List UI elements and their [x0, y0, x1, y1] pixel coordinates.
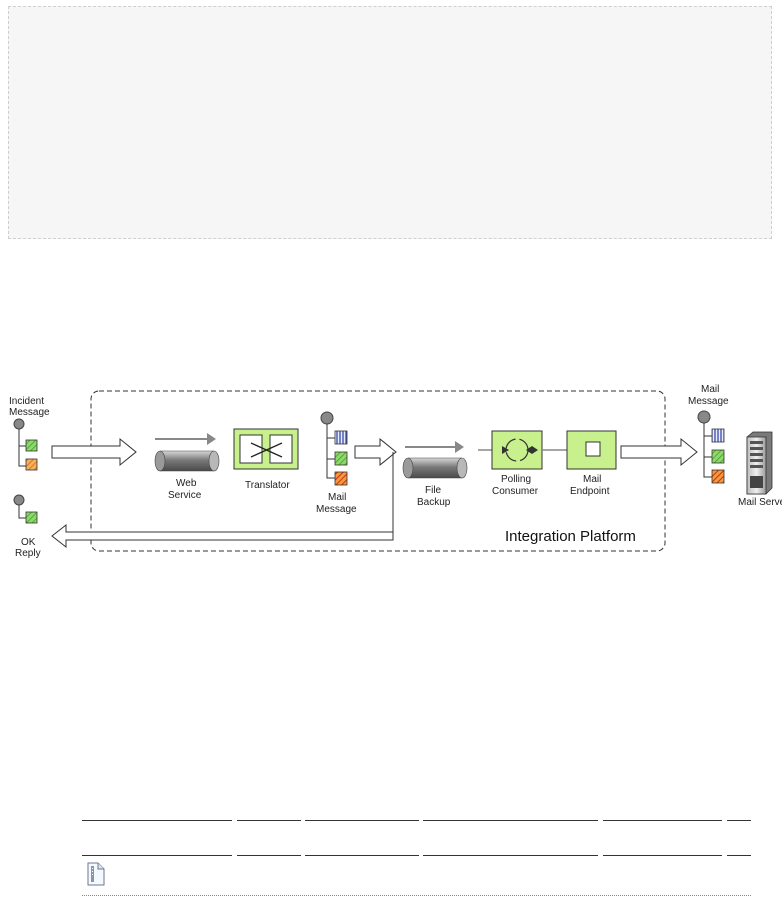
- integration-platform-boundary: [90, 390, 666, 552]
- mail-message-outer: Mail Message: [688, 384, 729, 484]
- inbound-arrow: [51, 437, 137, 467]
- svg-text:Endpoint: Endpoint: [570, 486, 610, 497]
- incident-message: Incident Message: [9, 396, 50, 471]
- svg-text:Web: Web: [176, 478, 197, 489]
- svg-text:Message: Message: [316, 504, 357, 515]
- svg-text:Message: Message: [9, 407, 50, 418]
- ok-reply: OK Reply: [13, 494, 41, 559]
- svg-text:Mail: Mail: [583, 474, 601, 485]
- svg-text:Consumer: Consumer: [492, 486, 539, 497]
- file-backup: File Backup: [402, 441, 468, 508]
- svg-text:Backup: Backup: [417, 497, 451, 508]
- svg-text:Mail Server: Mail Server: [738, 497, 782, 508]
- polling-consumer: Polling Consumer: [478, 430, 543, 497]
- svg-text:File: File: [425, 485, 442, 496]
- svg-text:Polling: Polling: [501, 474, 531, 485]
- translator: Translator: [233, 428, 299, 491]
- mail-message-inner: Mail Message: [316, 411, 357, 515]
- mail-endpoint: Mail Endpoint: [542, 430, 617, 497]
- code-block: [8, 6, 772, 239]
- web-service: Web Service: [154, 433, 220, 501]
- svg-text:Reply: Reply: [15, 548, 41, 559]
- svg-text:Service: Service: [168, 490, 202, 501]
- integration-diagram: Integration Platform Incident Message OK…: [9, 384, 782, 559]
- svg-text:Mail: Mail: [328, 492, 346, 503]
- mail-server-icon: Mail Server: [738, 431, 782, 508]
- integration-platform-label: Integration Platform: [505, 528, 636, 545]
- svg-text:OK: OK: [21, 537, 36, 548]
- svg-text:Message: Message: [688, 396, 729, 407]
- outbound-arrow: [620, 437, 698, 467]
- reply-arrow: [51, 523, 394, 549]
- to-backup-arrow: [354, 437, 397, 467]
- svg-text:Translator: Translator: [245, 480, 290, 491]
- svg-text:Mail: Mail: [701, 384, 719, 395]
- svg-text:Incident: Incident: [9, 396, 44, 407]
- file-icon[interactable]: [86, 862, 106, 886]
